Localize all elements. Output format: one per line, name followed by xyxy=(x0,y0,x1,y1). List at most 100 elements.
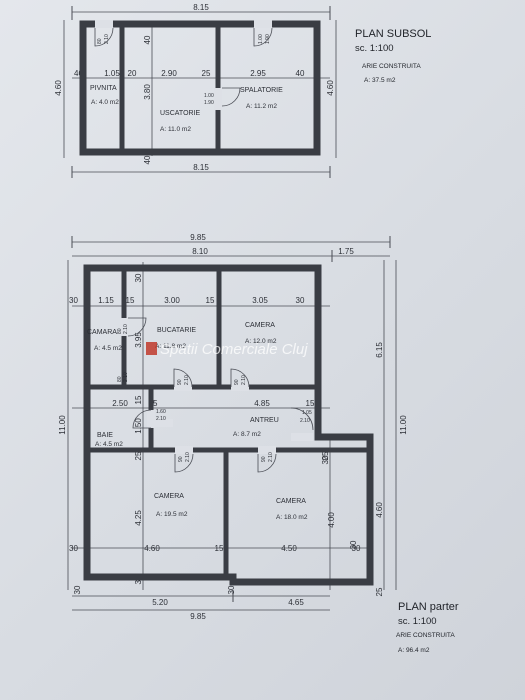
parter-bottom-wall-30a: 30 xyxy=(73,585,82,594)
subsol-seg-w2: 2.90 xyxy=(161,69,177,78)
parter-door xyxy=(257,453,277,473)
parter-area-label: ARIE CONSTRUITA xyxy=(396,632,455,639)
subsol-door-2 xyxy=(253,27,273,47)
subsol-room-name: USCATORIE xyxy=(160,110,201,117)
subsol-right-height: 4.60 xyxy=(326,80,335,96)
subsol-door2-h: 1.90 xyxy=(265,34,271,44)
parter-room-area: A: 18.0 m2 xyxy=(276,514,308,521)
parter-row1-wall-15b: 15 xyxy=(206,296,215,305)
parter-right-height: 11.00 xyxy=(399,415,408,435)
parter-inner-h3: 4.00 xyxy=(327,512,336,528)
parter-door-h-w: 90 xyxy=(261,456,267,462)
subsol-room-name: PIVNITA xyxy=(90,85,117,92)
parter-room-area: A: 11.8 m2 xyxy=(155,343,186,350)
parter-top-wall-30: 30 xyxy=(134,273,143,282)
parter-door-b-h: 2.10 xyxy=(123,372,129,382)
parter-scale: sc. 1:100 xyxy=(398,616,437,627)
parter-door-g-w: 90 xyxy=(178,456,184,462)
parter-row1-wall-30b: 30 xyxy=(296,296,305,305)
parter-row3-wall-15: 15 xyxy=(215,544,224,553)
subsol-seg-w1: 1.05 xyxy=(104,69,120,78)
parter-bottom-seg2: 4.65 xyxy=(288,598,304,607)
parter-row1-b: 3.00 xyxy=(164,296,180,305)
parter-right-lower: 4.60 xyxy=(375,502,384,518)
parter-right-wall-25: 25 xyxy=(375,587,384,596)
parter-top-extra: 1.75 xyxy=(338,247,354,256)
subsol-scale: sc. 1:100 xyxy=(355,43,394,54)
parter-top-total: 9.85 xyxy=(190,233,206,242)
subsol-wall-25: 25 xyxy=(202,69,211,78)
parter-door-e-w: 1.60 xyxy=(156,409,166,415)
subsol-bottom-total: 8.15 xyxy=(193,163,209,172)
subsol-wall-40a: 40 xyxy=(74,69,83,78)
parter-door-g-h: 2.10 xyxy=(185,452,191,462)
subsol-room-name: SPALATORIE xyxy=(240,87,283,94)
parter-door-b-w: 80 xyxy=(117,376,123,382)
parter-row3-b: 4.50 xyxy=(281,544,297,553)
parter-top-main: 8.10 xyxy=(192,247,208,256)
parter-door xyxy=(290,407,314,431)
parter-room-name: CAMERA xyxy=(276,498,306,505)
subsol-door1-h: 2.10 xyxy=(104,34,110,44)
subsol-room-area: A: 11.0 m2 xyxy=(160,126,191,133)
parter-room-area: A: 4.5 m2 xyxy=(95,441,123,448)
parter-room-name: BAIE xyxy=(97,432,113,439)
parter-room-name: CAMARA xyxy=(87,329,117,336)
parter-door-a-h: 2.10 xyxy=(123,324,129,334)
parter-door xyxy=(173,368,193,388)
subsol-wall-top-40: 40 xyxy=(143,35,152,44)
parter-left-height: 11.00 xyxy=(58,415,67,435)
parter-room-name: CAMERA xyxy=(245,322,275,329)
subsol-door2-w: 1.00 xyxy=(258,34,264,44)
parter-door xyxy=(127,317,147,337)
parter-row1-c: 3.05 xyxy=(252,296,268,305)
watermark-text: Spatii Comerciale Cluj xyxy=(160,341,308,358)
parter-right-wall-30b: 30 xyxy=(349,540,358,549)
parter-door xyxy=(132,409,152,429)
subsol-title: PLAN SUBSOL xyxy=(355,28,431,40)
parter-area-value: A: 96.4 m2 xyxy=(398,647,430,654)
subsol-wall-bottom-40: 40 xyxy=(143,155,152,164)
parter-inner-h2: 4.25 xyxy=(134,510,143,526)
parter-right-wall-30: 30 xyxy=(321,455,330,464)
subsol-top-total: 8.15 xyxy=(193,3,209,12)
parter-row1-wall-30a: 30 xyxy=(69,296,78,305)
parter-room-area: A: 8.7 m2 xyxy=(233,431,261,438)
parter-title: PLAN parter xyxy=(398,601,459,613)
subsol-door-1 xyxy=(94,27,114,47)
parter-door-f-h: 2.10 xyxy=(300,418,310,424)
parter-room-name: CAMERA xyxy=(154,493,184,500)
parter-door-d-h: 2.10 xyxy=(241,375,247,385)
subsol-area-label: ARIE CONSTRUITA xyxy=(362,63,421,70)
parter-bottom-total: 9.85 xyxy=(190,612,206,621)
subsol-left-height: 4.60 xyxy=(54,80,63,96)
parter-room-area: A: 4.5 m2 xyxy=(94,345,122,352)
parter-door-f-w: 1.05 xyxy=(302,410,312,416)
subsol-outer-wall xyxy=(79,20,321,156)
parter-room-area: A: 19.5 m2 xyxy=(156,511,188,518)
parter-room-name: BUCATARIE xyxy=(157,327,196,334)
parter-row1-a: 1.15 xyxy=(98,296,114,305)
subsol-wall-20: 20 xyxy=(128,69,137,78)
parter-row2-wall-15b: 15 xyxy=(306,399,315,408)
parter-wall-25-right: 25 xyxy=(321,451,330,460)
parter-door-a-w: 80 xyxy=(117,328,123,334)
parter-row2-a: 2.50 xyxy=(112,399,128,408)
parter-room-area: A: 12.0 m2 xyxy=(245,338,277,345)
parter-row3-wall-30b: 30 xyxy=(352,544,361,553)
parter-right-upper: 6.15 xyxy=(375,342,384,358)
parter-door-c-h: 2.10 xyxy=(184,375,190,385)
parter-row3-wall-30a: 30 xyxy=(69,544,78,553)
parter-wall-25-left: 25 xyxy=(134,451,143,460)
parter-door-d-w: 90 xyxy=(234,379,240,385)
parter-door-e-h: 2.10 xyxy=(156,416,166,422)
parter-row3-a: 4.60 xyxy=(144,544,160,553)
watermark-logo-icon xyxy=(146,342,157,355)
subsol-door3-w: 1.00 xyxy=(204,93,214,99)
parter-door-h-h: 2.10 xyxy=(268,452,274,462)
subsol-inner-h: 3.80 xyxy=(143,84,152,100)
parter-bottom-wall-30b: 30 xyxy=(227,585,236,594)
parter-row2-b: 4.85 xyxy=(254,399,270,408)
